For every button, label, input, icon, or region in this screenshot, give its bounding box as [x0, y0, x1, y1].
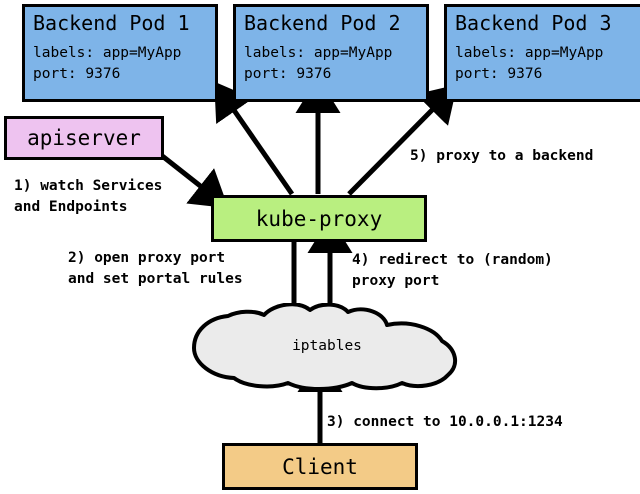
kube-proxy-label: kube-proxy: [255, 206, 383, 231]
backend-pod-1-port: port: 9376: [33, 66, 121, 82]
annotation-step-2-line-1: 2) open proxy port: [68, 250, 226, 266]
backend-pod-1-title: Backend Pod 1: [33, 11, 190, 35]
client-label: Client: [282, 454, 358, 479]
annotation-step-2-line-2: and set portal rules: [68, 271, 243, 287]
annotation-step-3: 3) connect to 10.0.0.1:1234: [327, 414, 563, 430]
backend-pod-1-labels: labels: app=MyApp: [33, 45, 182, 61]
backend-pod-3-port: port: 9376: [455, 66, 543, 82]
backend-pod-3-labels: labels: app=MyApp: [455, 45, 604, 61]
backend-pod-3-title: Backend Pod 3: [455, 11, 612, 35]
cloud-shape: [192, 303, 458, 391]
apiserver-node[interactable]: apiserver: [4, 116, 164, 160]
backend-pod-2-title: Backend Pod 2: [244, 11, 401, 35]
iptables-cloud[interactable]: [188, 303, 466, 391]
backend-pod-2-port: port: 9376: [244, 66, 332, 82]
annotation-step-4-line-1: 4) redirect to (random): [352, 252, 553, 268]
backend-pod-1[interactable]: Backend Pod 1 labels: app=MyApp port: 93…: [22, 4, 218, 102]
kube-proxy-node[interactable]: kube-proxy: [211, 195, 427, 242]
annotation-step-1-line-1: 1) watch Services: [14, 178, 163, 194]
apiserver-label: apiserver: [27, 126, 141, 150]
annotation-step-1-line-2: and Endpoints: [14, 199, 128, 215]
arrow-kubeproxy-to-pod3: [347, 84, 458, 196]
backend-pod-3[interactable]: Backend Pod 3 labels: app=MyApp port: 93…: [444, 4, 640, 102]
annotation-step-4-line-2: proxy port: [352, 273, 440, 289]
annotation-step-5: 5) proxy to a backend: [410, 148, 594, 164]
backend-pod-2-labels: labels: app=MyApp: [244, 45, 393, 61]
arrow-kubeproxy-to-pod1: [214, 81, 295, 196]
backend-pod-2[interactable]: Backend Pod 2 labels: app=MyApp port: 93…: [233, 4, 429, 102]
client-node[interactable]: Client: [222, 443, 418, 490]
arrow-apiserver-to-kubeproxy: [159, 153, 229, 209]
iptables-label: iptables: [292, 338, 362, 354]
